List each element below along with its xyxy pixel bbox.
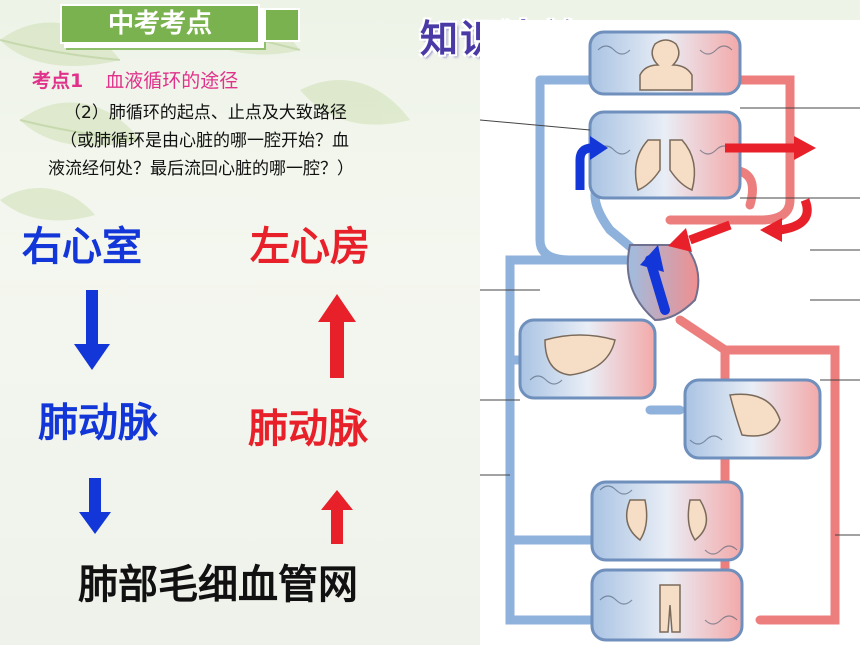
question-line-3: 液流经何处？最后流回心脏的哪一腔？）: [48, 159, 354, 179]
right-ventricle-label: 右心室: [22, 224, 142, 270]
question-line-2: （或肺循环是由心脏的哪一腔开始？血: [60, 131, 349, 151]
exam-point-label: 考点1: [32, 70, 84, 92]
circulation-diagram: [480, 20, 860, 645]
pulmonary-artery-label: 肺动脉: [38, 400, 158, 446]
pulmonary-vein-label: 肺动脉: [248, 406, 368, 452]
badge-tail-decoration: [264, 8, 300, 42]
up-arrow-red-1-icon: [318, 294, 356, 378]
section-badge: 中考考点: [60, 4, 260, 44]
section-badge-label: 中考考点: [107, 9, 212, 39]
down-arrow-blue-1-icon: [74, 290, 110, 370]
leaf-background: [0, 10, 410, 221]
up-arrow-red-2-icon: [321, 490, 353, 544]
exam-point-heading: 考点1 血液循环的途径: [32, 66, 238, 93]
question-line-1: （2）肺循环的起点、止点及大致路径: [64, 103, 347, 123]
pulmonary-flow-arrows: [575, 136, 816, 315]
pulmonary-capillary-label: 肺部毛细血管网: [78, 562, 358, 608]
left-atrium-label: 左心房: [250, 224, 370, 270]
down-arrow-blue-2-icon: [79, 478, 111, 534]
exam-point-topic: 血液循环的途径: [105, 70, 239, 92]
